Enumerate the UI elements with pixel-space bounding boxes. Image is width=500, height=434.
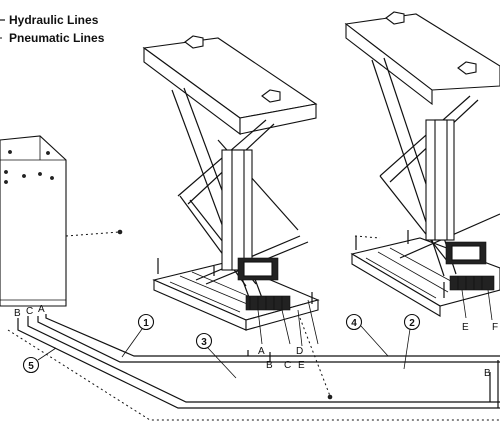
legend: Hydraulic Lines Pneumatic Lines	[0, 13, 105, 45]
hydraulic-lines	[17, 314, 500, 409]
power-unit-port-labels: B C A	[14, 304, 45, 319]
lift1-port-labels: A B C D E	[258, 346, 305, 371]
svg-text:4: 4	[351, 318, 357, 329]
legend-pneumatic-label: Pneumatic Lines	[9, 31, 105, 45]
pneumatic-lines	[7, 231, 500, 421]
port-label: A	[258, 346, 265, 357]
svg-text:5: 5	[28, 361, 34, 372]
port-label: B	[484, 368, 491, 379]
svg-text:2: 2	[409, 318, 415, 329]
scissor-lift-1	[142, 35, 320, 347]
junction-dot	[117, 229, 123, 235]
svg-text:3: 3	[201, 337, 207, 348]
port-label: B	[266, 360, 273, 371]
callout-5: 5	[22, 347, 57, 374]
scissor-lift-2	[344, 11, 500, 321]
lift2-port-labels: E F B	[462, 322, 498, 379]
callout-1: 1	[121, 313, 155, 358]
power-unit-cabinet	[0, 135, 67, 307]
svg-text:1: 1	[143, 318, 149, 329]
legend-hydraulic-label: Hydraulic Lines	[9, 13, 99, 27]
callout-2: 2	[403, 313, 421, 370]
port-label: F	[492, 322, 498, 333]
port-label: B	[14, 308, 21, 319]
port-label: E	[298, 360, 305, 371]
port-label: C	[284, 360, 291, 371]
junction-dot	[327, 394, 333, 400]
port-label: A	[38, 304, 45, 315]
port-label: C	[26, 306, 33, 317]
port-label: D	[296, 346, 303, 357]
callout-4: 4	[345, 313, 389, 357]
callout-3: 3	[195, 332, 237, 379]
port-label: E	[462, 322, 469, 333]
